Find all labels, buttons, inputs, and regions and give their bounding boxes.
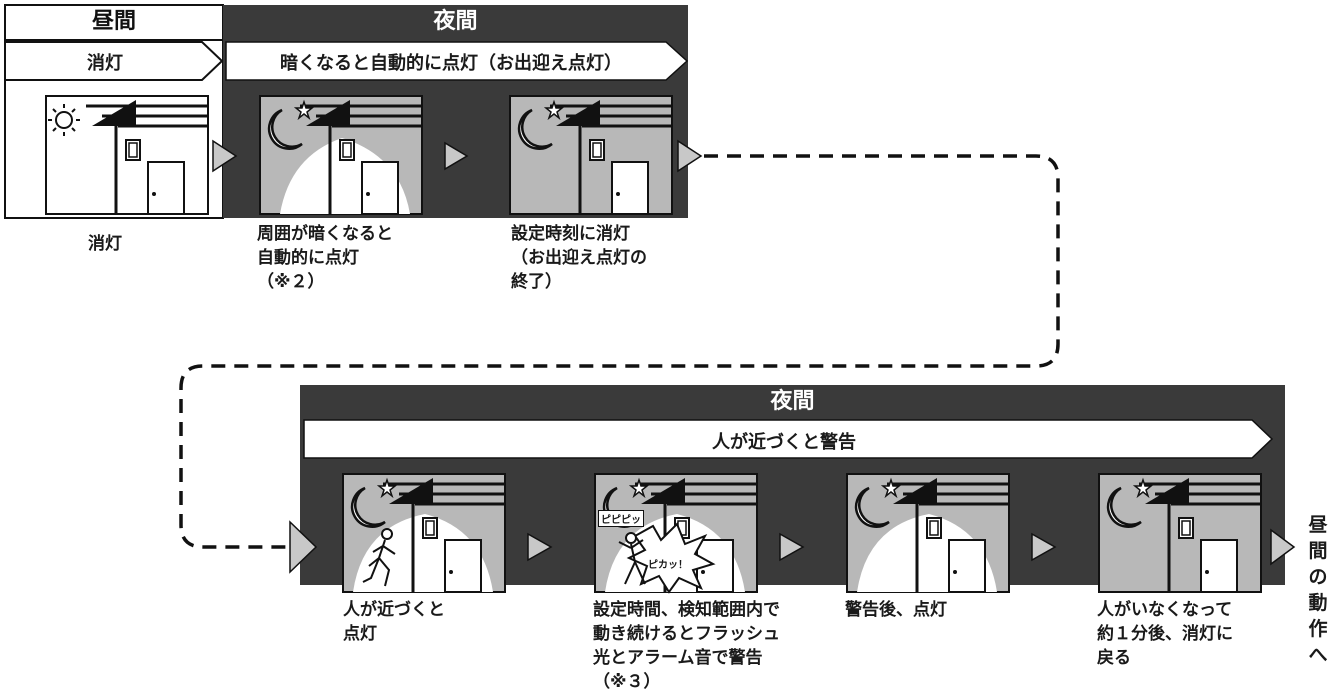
step-arrow-icon xyxy=(212,139,238,173)
step-caption: 警告後、点灯 xyxy=(845,600,947,620)
step-caption: 設定時間、検知範囲内で 動き続けるとフラッシュ 光とアラーム音で警告 （※３） xyxy=(593,600,780,692)
step-arrow-icon xyxy=(444,141,469,171)
next-step-char: 作 xyxy=(1308,618,1328,640)
house-return-off-panel xyxy=(1098,473,1263,594)
house-auto-on-panel xyxy=(259,95,424,216)
step-arrow-icon xyxy=(527,532,553,562)
day-band-label: 消灯 xyxy=(87,53,123,74)
startled-person-icon xyxy=(618,532,646,585)
step-arrow-icon xyxy=(1270,528,1296,566)
night-band-arrow xyxy=(225,41,689,81)
step-arrow-icon xyxy=(1031,532,1057,562)
house-after-warning-panel xyxy=(846,473,1011,594)
step-arrow-icon xyxy=(779,532,805,562)
step-caption: 周囲が暗くなると 自動的に点灯 （※２） xyxy=(257,224,393,292)
next-step-char: の xyxy=(1308,566,1328,588)
step-caption: 人が近づくと 点灯 xyxy=(343,600,445,644)
step-arrow-icon xyxy=(289,520,318,574)
day-header: 昼間 xyxy=(91,9,136,34)
step-caption: 消灯 xyxy=(88,234,122,254)
next-step-char: 昼 xyxy=(1308,514,1328,536)
next-step-vertical-label: 昼間の動作へ xyxy=(1306,512,1330,668)
house-person-approach-panel xyxy=(342,473,507,594)
night-header-bottom: 夜間 xyxy=(770,389,815,414)
step-arrow-icon xyxy=(677,139,703,173)
sound-effect-label: ピピピッ xyxy=(598,510,644,527)
night-band-label: 暗くなると自動的に点灯（お出迎え点灯） xyxy=(280,53,622,74)
day-band-arrow xyxy=(4,41,224,81)
house-flash-alarm-panel xyxy=(594,473,759,594)
house-day-panel xyxy=(45,95,210,216)
next-step-char: 間 xyxy=(1308,540,1328,562)
step-caption: 人がいなくなって 約１分後、消灯に 戻る xyxy=(1097,600,1233,668)
flash-burst-icon xyxy=(626,522,716,594)
night-header-top: 夜間 xyxy=(433,9,478,34)
flash-effect-label: ピカッ！ xyxy=(648,560,688,571)
next-step-char: 動 xyxy=(1308,592,1328,614)
walking-person-icon xyxy=(362,528,396,587)
house-scheduled-off-panel xyxy=(509,95,674,216)
dashed-flow-connector xyxy=(179,154,1060,549)
step-caption: 設定時刻に消灯 （お出迎え点灯の 終了） xyxy=(511,224,647,292)
sun-icon xyxy=(48,104,80,136)
warning-band-label: 人が近づくと警告 xyxy=(712,432,856,453)
warning-band-arrow xyxy=(303,419,1274,459)
next-step-char: へ xyxy=(1308,644,1328,666)
